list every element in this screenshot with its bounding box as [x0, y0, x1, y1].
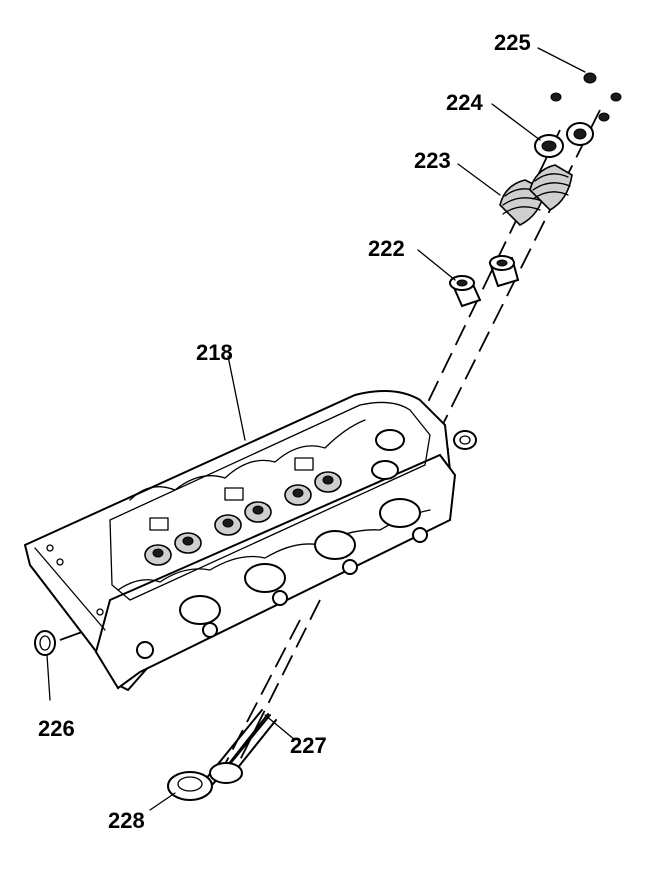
rear-plug: [453, 430, 477, 450]
callout-222: 222: [368, 236, 405, 261]
valves: [167, 709, 277, 801]
callout-227: 227: [290, 733, 327, 758]
valve-keepers: [550, 72, 622, 122]
valve-springs: [499, 164, 573, 226]
callout-223: 223: [414, 148, 451, 173]
callout-218: 218: [196, 340, 233, 365]
cylinder-head: [23, 390, 457, 692]
callout-228: 228: [108, 808, 145, 833]
head-core-plug: [34, 630, 56, 656]
callout-226: 226: [38, 716, 75, 741]
leader-lines: [46, 47, 586, 811]
callout-225: 225: [494, 30, 531, 55]
valve-spring-retainers: [534, 122, 594, 158]
installed-valve-springs: [144, 471, 342, 566]
callout-224: 224: [446, 90, 483, 115]
valve-stem-oil-seals: [449, 255, 520, 308]
